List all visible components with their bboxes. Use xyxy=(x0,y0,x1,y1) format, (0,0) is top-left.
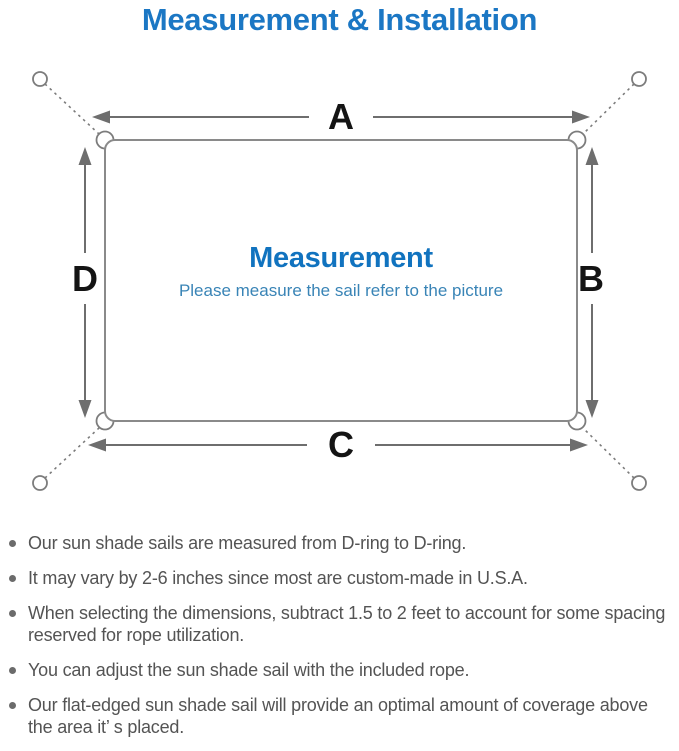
dimension-arrow-b xyxy=(585,147,599,418)
dimension-arrow-c xyxy=(88,438,588,452)
sail-diagram-graphic xyxy=(32,71,647,491)
note-item: When selecting the dimensions, subtract … xyxy=(0,602,679,646)
dimension-label-d: D xyxy=(72,258,98,299)
note-item: You can adjust the sun shade sail with t… xyxy=(0,659,679,681)
note-item: It may vary by 2-6 inches since most are… xyxy=(0,567,679,589)
note-text: When selecting the dimensions, subtract … xyxy=(28,603,666,645)
anchor-point-icon xyxy=(631,475,647,491)
rope-dashed-line xyxy=(582,83,635,135)
dimension-arrow-d xyxy=(78,147,92,418)
note-text: Our sun shade sails are measured from D-… xyxy=(28,533,467,553)
diagram-subtitle: Please measure the sail refer to the pic… xyxy=(178,281,504,300)
rope-dashed-line xyxy=(44,83,100,135)
diagram-heading: Measurement xyxy=(249,242,433,274)
note-text: You can adjust the sun shade sail with t… xyxy=(28,660,470,680)
notes-list: Our sun shade sails are measured from D-… xyxy=(0,532,679,751)
anchor-point-icon xyxy=(631,71,647,87)
note-text: It may vary by 2-6 inches since most are… xyxy=(28,568,528,588)
note-text: Our flat-edged sun shade sail will provi… xyxy=(28,695,648,737)
anchor-point-icon xyxy=(32,71,48,87)
rope-dashed-line xyxy=(44,83,635,479)
bullet-dot xyxy=(9,666,16,674)
dimension-label-a: A xyxy=(328,96,354,137)
bullet-dot xyxy=(9,539,16,547)
dimension-arrow-a xyxy=(92,110,590,124)
diagram-center-text: Measurement Please measure the sail refe… xyxy=(105,241,577,302)
dimension-label-b: B xyxy=(578,258,604,299)
bullet-dot xyxy=(9,609,16,617)
note-item: Our flat-edged sun shade sail will provi… xyxy=(0,694,679,738)
anchor-point-icon xyxy=(32,475,48,491)
sail-outline xyxy=(104,139,578,422)
note-item: Our sun shade sails are measured from D-… xyxy=(0,532,679,554)
rope-dashed-line xyxy=(44,427,100,479)
rope-dashed-line xyxy=(582,427,635,479)
anchor-points xyxy=(32,71,647,491)
bullet-dot xyxy=(9,574,16,582)
bullet-dot xyxy=(9,701,16,709)
dimension-label-c: C xyxy=(328,424,354,465)
page-title: Measurement & Installation xyxy=(141,2,538,37)
measurement-diagram: A B C D Measurement Please measure the s… xyxy=(0,55,679,520)
